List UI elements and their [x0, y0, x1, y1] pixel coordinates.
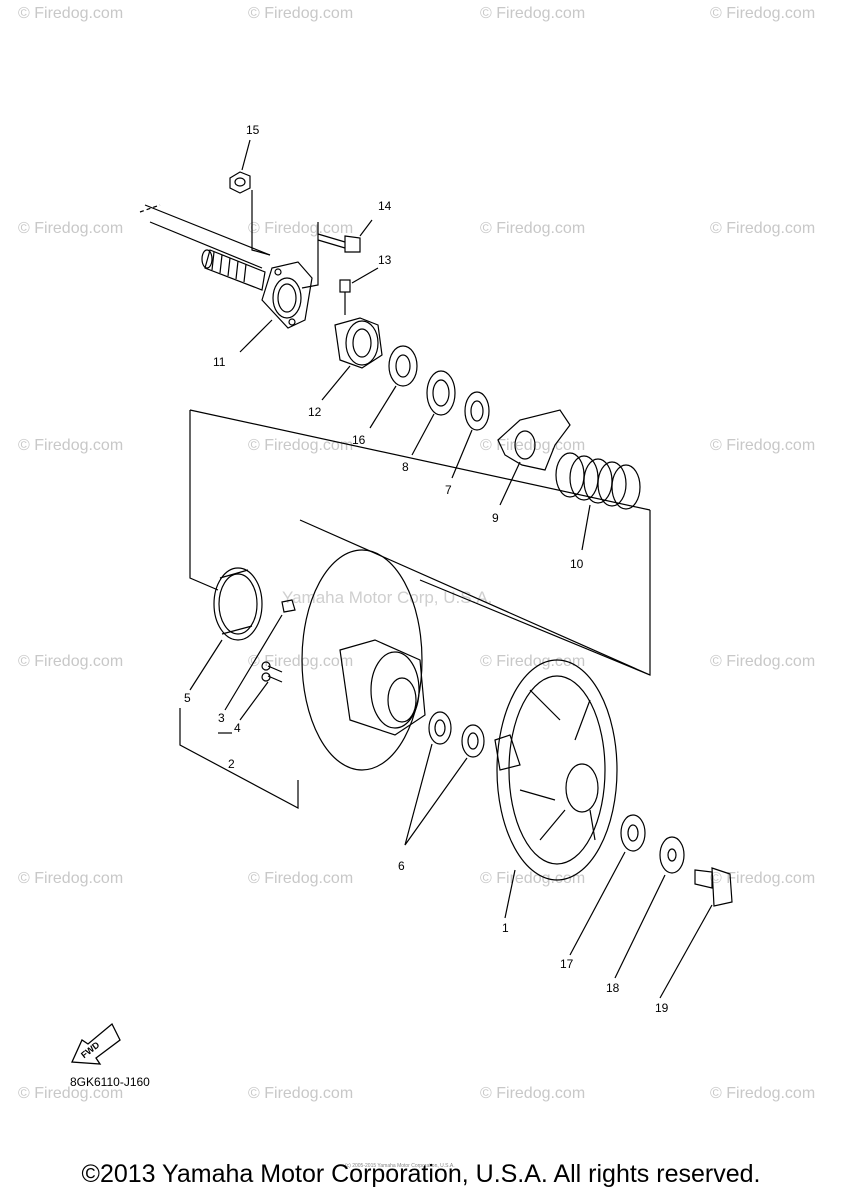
- diagram-code: 8GK6110-J160: [70, 1075, 150, 1089]
- watermark: © Firedog.com: [480, 5, 586, 22]
- part-label-10: 10: [570, 557, 584, 571]
- part-9-cam: [497, 409, 571, 471]
- watermark: © Firedog.com: [248, 437, 354, 454]
- part-15-nut: [229, 171, 251, 194]
- watermark: © Firedog.com: [710, 5, 816, 22]
- part-17-washer: [620, 814, 646, 852]
- watermark: © Firedog.com: [248, 5, 354, 22]
- part-label-2: 2: [228, 757, 235, 771]
- watermark: © Firedog.com: [18, 5, 124, 22]
- watermark: © Firedog.com: [480, 437, 586, 454]
- part-label-8: 8: [402, 460, 409, 474]
- watermark: © Firedog.com: [18, 220, 124, 237]
- part-14-bolt: [317, 233, 361, 253]
- watermark: © Firedog.com: [18, 870, 124, 887]
- part-label-18: 18: [606, 981, 620, 995]
- part-label-6: 6: [398, 859, 405, 873]
- fine-print: (c) 2005-2015 Yamaha Motor Corporation, …: [345, 1163, 455, 1169]
- part-13-nipple: [339, 279, 351, 315]
- part-label-1: 1: [502, 921, 509, 935]
- part-label-7: 7: [445, 483, 452, 497]
- part-19-bolt: [694, 867, 733, 907]
- watermark: © Firedog.com: [248, 220, 354, 237]
- shaft-drawing: [139, 204, 271, 291]
- part-label-15: 15: [246, 123, 260, 137]
- part-label-16: 16: [352, 433, 366, 447]
- part-label-4: 4: [234, 721, 241, 735]
- part-3-4-screws: [261, 599, 296, 683]
- part-label-17: 17: [560, 957, 574, 971]
- watermark: © Firedog.com: [710, 653, 816, 670]
- watermark: © Firedog.com: [18, 1085, 124, 1102]
- watermark: © Firedog.com: [248, 870, 354, 887]
- watermark: © Firedog.com: [710, 220, 816, 237]
- part-11-flange: [261, 261, 313, 329]
- part-label-12: 12: [308, 405, 322, 419]
- part-label-9: 9: [492, 511, 499, 525]
- part-label-5: 5: [184, 691, 191, 705]
- footer-copyright: ©2013 Yamaha Motor Corporation, U.S.A. A…: [81, 1160, 761, 1188]
- part-label-13: 13: [378, 253, 392, 267]
- part-label-19: 19: [655, 1001, 669, 1015]
- part-5-ring: [213, 567, 263, 641]
- part-10-spring: [555, 452, 641, 510]
- watermark: © Firedog.com: [710, 437, 816, 454]
- watermark: © Firedog.com: [18, 437, 124, 454]
- part-18-washer: [659, 836, 685, 874]
- watermark: © Firedog.com: [248, 1085, 354, 1102]
- part-12-bearing: [334, 317, 383, 369]
- part-6-washers: [428, 711, 485, 758]
- watermark: © Firedog.com: [480, 1085, 586, 1102]
- watermark: © Firedog.com: [480, 870, 586, 887]
- watermark: © Firedog.com: [18, 653, 124, 670]
- part-7-washer: [464, 391, 490, 431]
- part-label-3: 3: [218, 711, 225, 725]
- part-label-14: 14: [378, 199, 392, 213]
- watermark: © Firedog.com: [480, 653, 586, 670]
- watermark: © Firedog.com: [710, 870, 816, 887]
- watermark: © Firedog.com: [480, 220, 586, 237]
- part-label-11: 11: [213, 355, 226, 369]
- fwd-arrow-icon: [71, 1022, 121, 1065]
- part-2-sheave: [301, 549, 426, 771]
- watermark: © Firedog.com: [710, 1085, 816, 1102]
- center-watermark: Yamaha Motor Corp, U.S.A.: [282, 588, 493, 607]
- part-8-castle-nut: [426, 370, 456, 416]
- part-1-sheave: [494, 659, 618, 881]
- watermark: © Firedog.com: [248, 653, 354, 670]
- part-16-washer: [388, 345, 418, 387]
